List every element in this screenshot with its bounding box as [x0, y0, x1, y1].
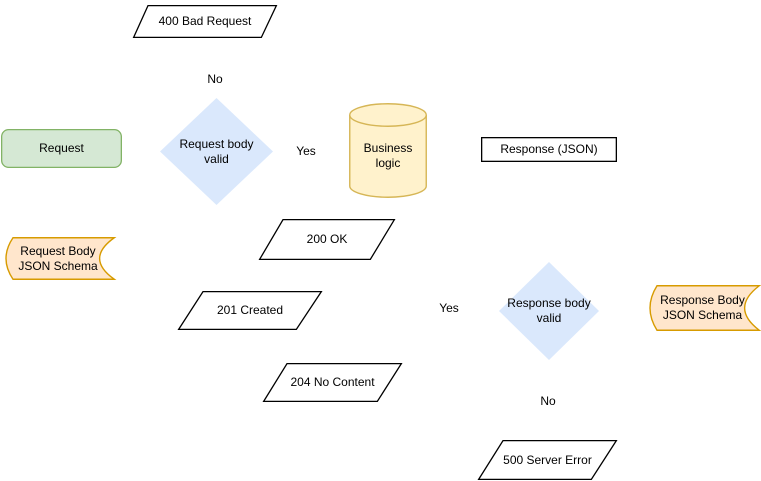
node-label: 204 No Content: [290, 375, 375, 389]
parallelogram-shape: [477, 440, 618, 480]
cylinder-top-arc: [349, 114, 427, 127]
node-response-body-json-schema: Response Body JSON Schema: [647, 285, 761, 331]
edge-label-no-request-invalid: No: [205, 72, 225, 86]
node-response-json: Response (JSON): [480, 136, 617, 163]
parallelogram-shape: [258, 219, 396, 260]
parallelogram-shape: [262, 363, 403, 402]
diamond-shape: [160, 98, 273, 205]
node-request: Request: [0, 128, 122, 169]
edge-label-yes-response-valid: Yes: [437, 301, 461, 315]
node-response-body-valid: Response body valid: [499, 262, 599, 360]
node-label: Request body valid: [179, 136, 254, 166]
node-label: Request Body JSON Schema: [18, 243, 98, 273]
node-label: Response body valid: [507, 296, 591, 325]
rectangle-shape: [480, 136, 617, 163]
node-500-server-error: 500 Server Error: [477, 440, 618, 480]
stored-data-shape: [649, 285, 761, 331]
node-label: Business logic: [363, 140, 413, 170]
node-business-logic: Business logic: [349, 103, 427, 198]
node-label: 201 Created: [216, 303, 284, 317]
node-label: 500 Server Error: [503, 452, 592, 467]
node-200-ok: 200 OK: [258, 219, 396, 260]
node-request-body-json-schema: Request Body JSON Schema: [3, 237, 117, 280]
edge-label-no-response-invalid: No: [538, 394, 558, 408]
rounded-rectangle-shape: [0, 128, 122, 169]
node-label: 400 Bad Request: [158, 14, 252, 28]
parallelogram-shape: [132, 5, 278, 38]
node-204-no-content: 204 No Content: [262, 363, 403, 402]
edge-label-yes-request-valid: Yes: [294, 144, 318, 158]
stored-data-shape: [5, 237, 117, 280]
node-label: Response Body JSON Schema: [660, 293, 745, 322]
parallelogram-shape: [177, 291, 323, 330]
cylinder-body: [349, 103, 427, 198]
node-label: Response (JSON): [500, 142, 598, 156]
node-label: Request: [39, 141, 84, 155]
node-201-created: 201 Created: [177, 291, 323, 330]
node-request-body-valid: Request body valid: [160, 98, 273, 205]
node-400-bad-request: 400 Bad Request: [132, 5, 278, 38]
node-label: 200 OK: [306, 232, 348, 246]
diamond-shape: [499, 262, 599, 360]
